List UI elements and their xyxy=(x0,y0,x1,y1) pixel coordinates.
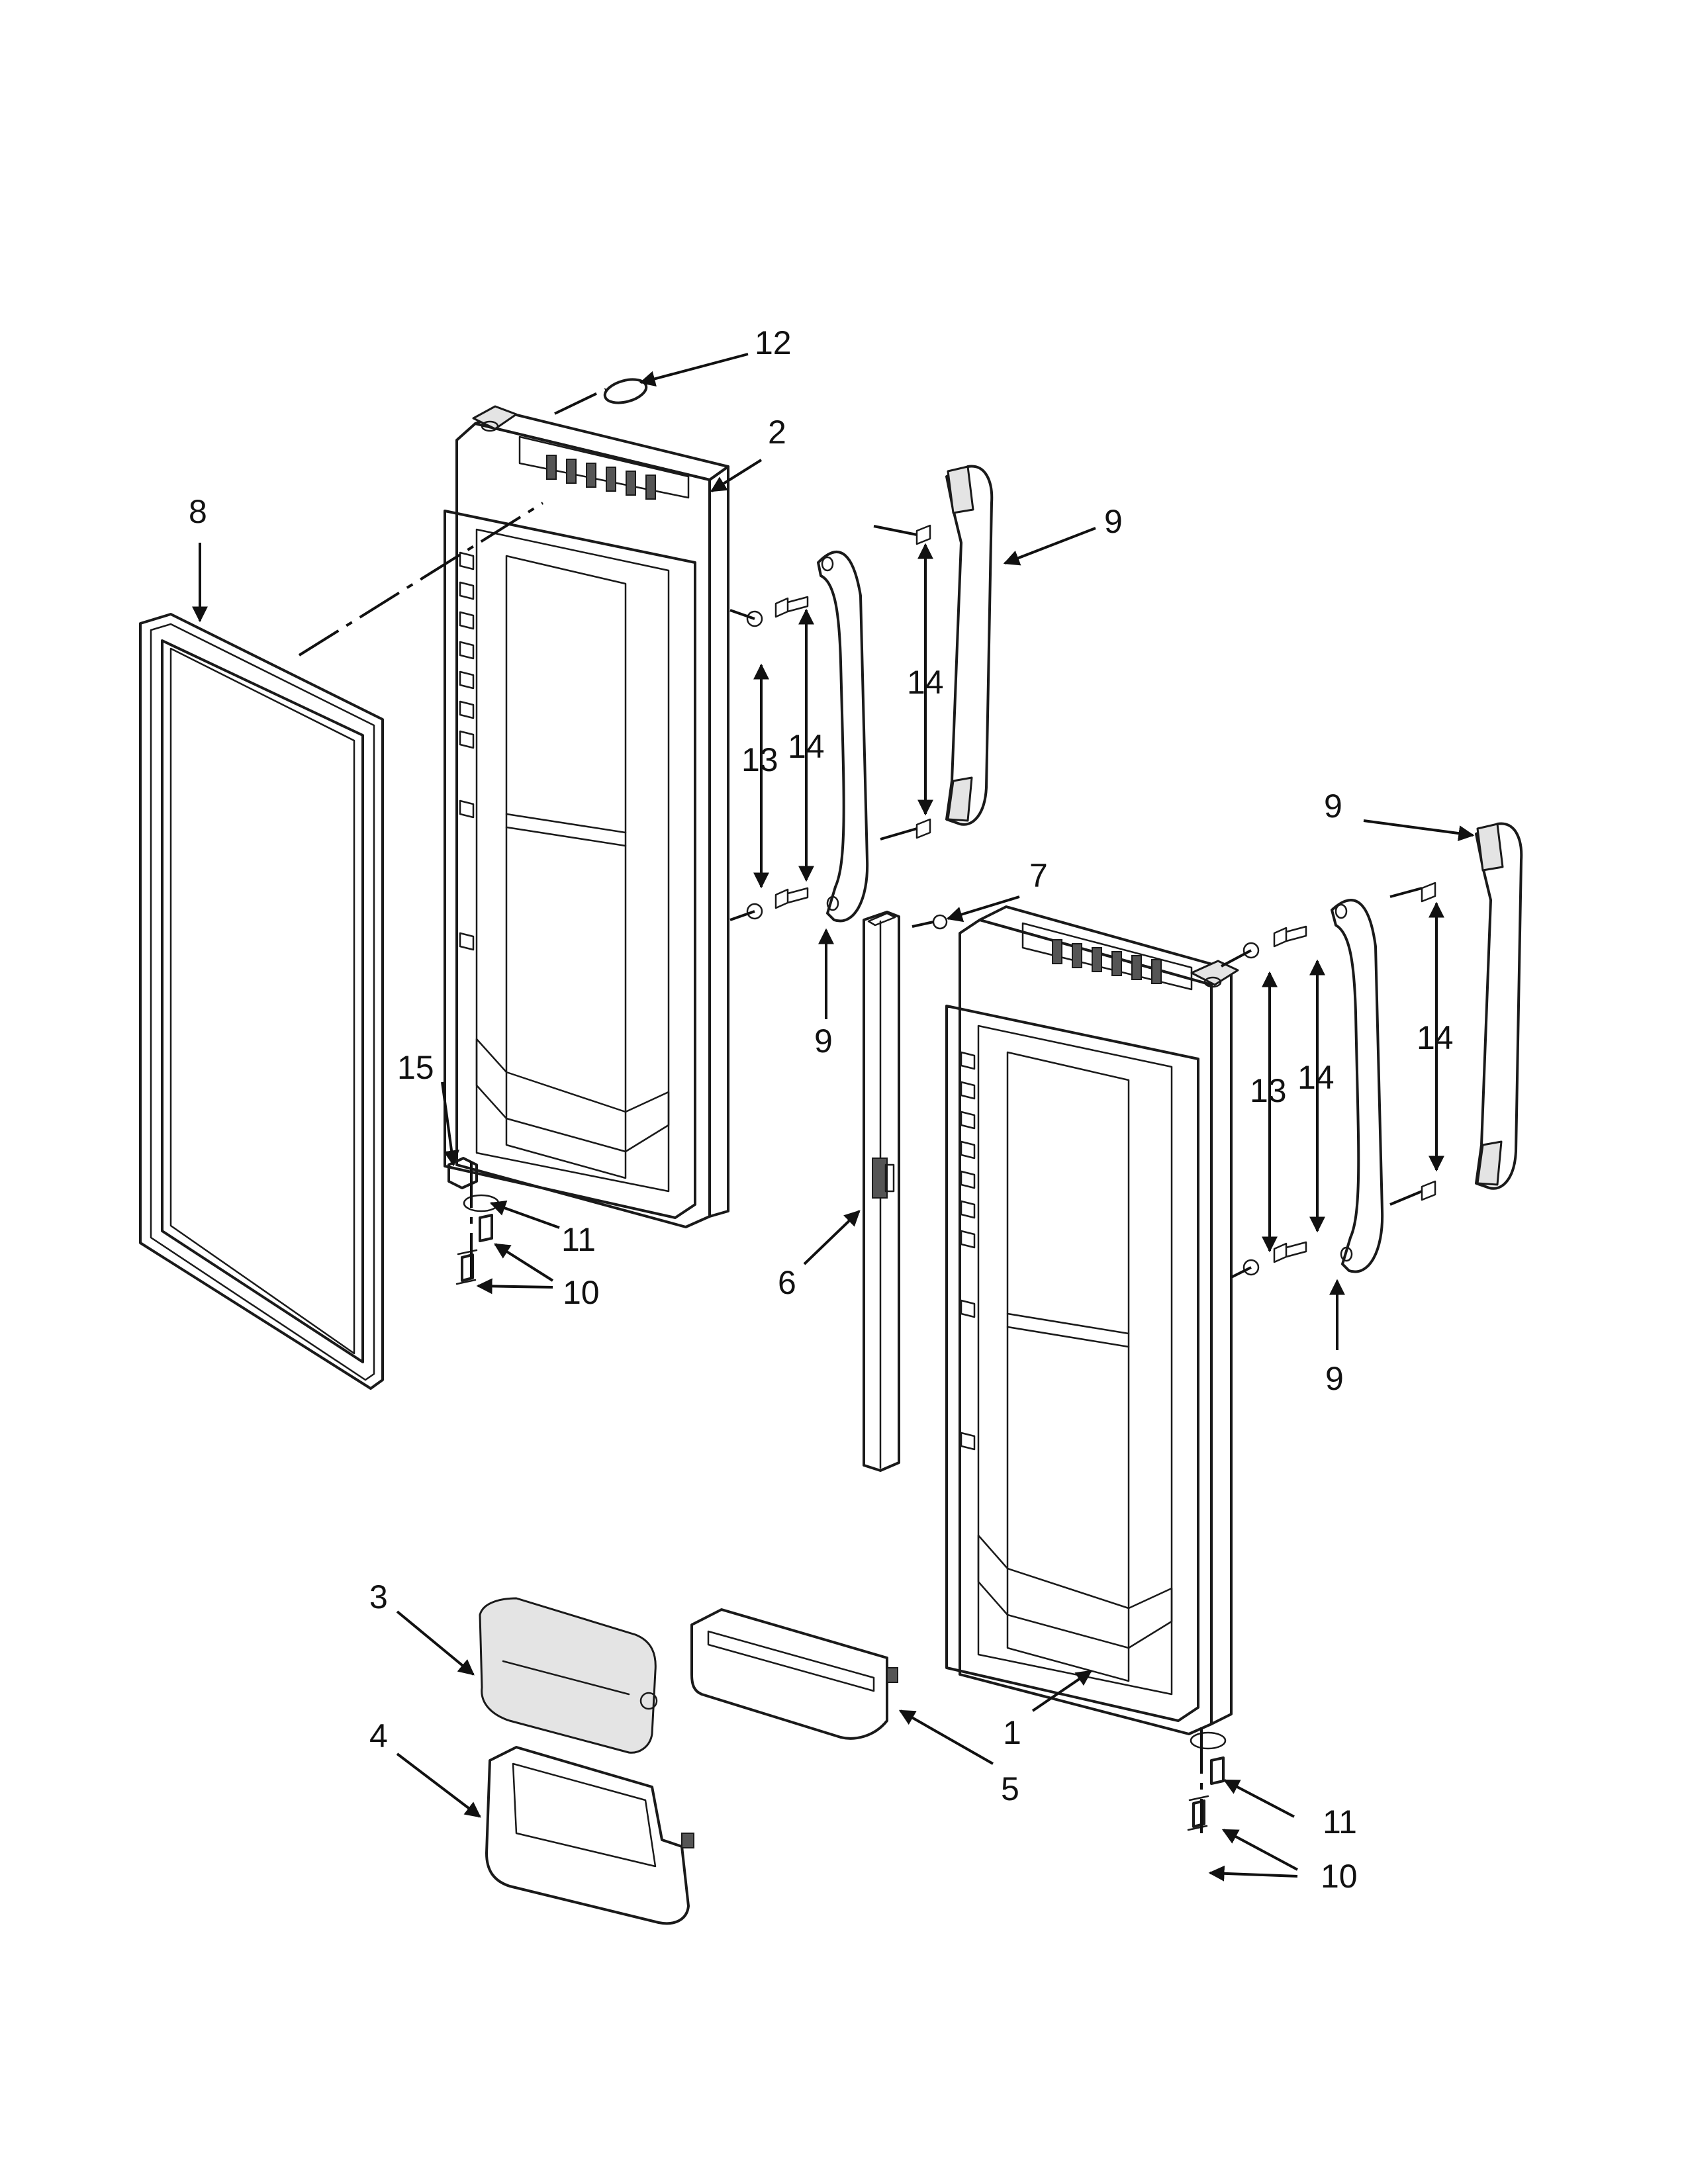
assembly-lines xyxy=(298,388,1423,1833)
door-bin-open xyxy=(485,1746,694,1925)
right-door-inner-handle xyxy=(1331,899,1384,1273)
leader-arrows xyxy=(192,353,1475,1882)
right-hinge-parts xyxy=(1187,1731,1227,1831)
callout-labels: 12 2 8 9 13 14 14 9 7 15 11 10 6 9 13 14… xyxy=(189,324,1454,1895)
left-door-inner-handle xyxy=(817,551,869,923)
door-gasket xyxy=(139,613,384,1390)
callout-3: 3 xyxy=(369,1578,388,1615)
callout-5: 5 xyxy=(1001,1770,1019,1807)
callout-14-left-outer: 14 xyxy=(907,664,944,701)
right-door-bin-hooks xyxy=(960,1051,976,1451)
callout-13-right: 13 xyxy=(1250,1072,1287,1109)
callout-14-right-inner: 14 xyxy=(1297,1059,1335,1096)
callout-1: 1 xyxy=(1003,1714,1021,1751)
callout-13-left: 13 xyxy=(741,741,778,778)
callout-10-right: 10 xyxy=(1321,1858,1358,1895)
center-mullion xyxy=(863,911,948,1472)
callout-10-left: 10 xyxy=(563,1274,600,1311)
callout-9-right-bottom: 9 xyxy=(1325,1360,1344,1397)
callout-15: 15 xyxy=(397,1049,434,1086)
right-door xyxy=(945,905,1239,1735)
callout-14-left-inner: 14 xyxy=(788,728,825,765)
callout-11-left: 11 xyxy=(561,1221,596,1258)
small-door-bin xyxy=(690,1608,898,1740)
callout-7: 7 xyxy=(1029,857,1048,894)
covered-door-bin xyxy=(479,1597,658,1754)
callout-12: 12 xyxy=(755,324,792,361)
callout-6: 6 xyxy=(778,1264,796,1301)
door-cap-plug xyxy=(603,378,648,404)
right-door-outer-handle xyxy=(1475,822,1523,1190)
callout-14-right-outer: 14 xyxy=(1417,1019,1454,1056)
callout-9-left-bottom: 9 xyxy=(814,1023,833,1060)
door-bin-hooks xyxy=(459,551,475,951)
callout-8: 8 xyxy=(189,493,207,530)
left-door-outer-handle xyxy=(945,465,994,826)
callout-9-right-top: 9 xyxy=(1324,788,1342,825)
callout-4: 4 xyxy=(369,1717,388,1754)
left-door xyxy=(444,405,729,1228)
right-door-shelf-slots xyxy=(1052,939,1162,984)
door-shelf-slots xyxy=(546,455,656,500)
callout-11-right: 11 xyxy=(1323,1803,1357,1841)
callout-2: 2 xyxy=(768,414,786,451)
handle-screws xyxy=(746,524,1436,1276)
callout-9-top-right: 9 xyxy=(1104,503,1123,540)
